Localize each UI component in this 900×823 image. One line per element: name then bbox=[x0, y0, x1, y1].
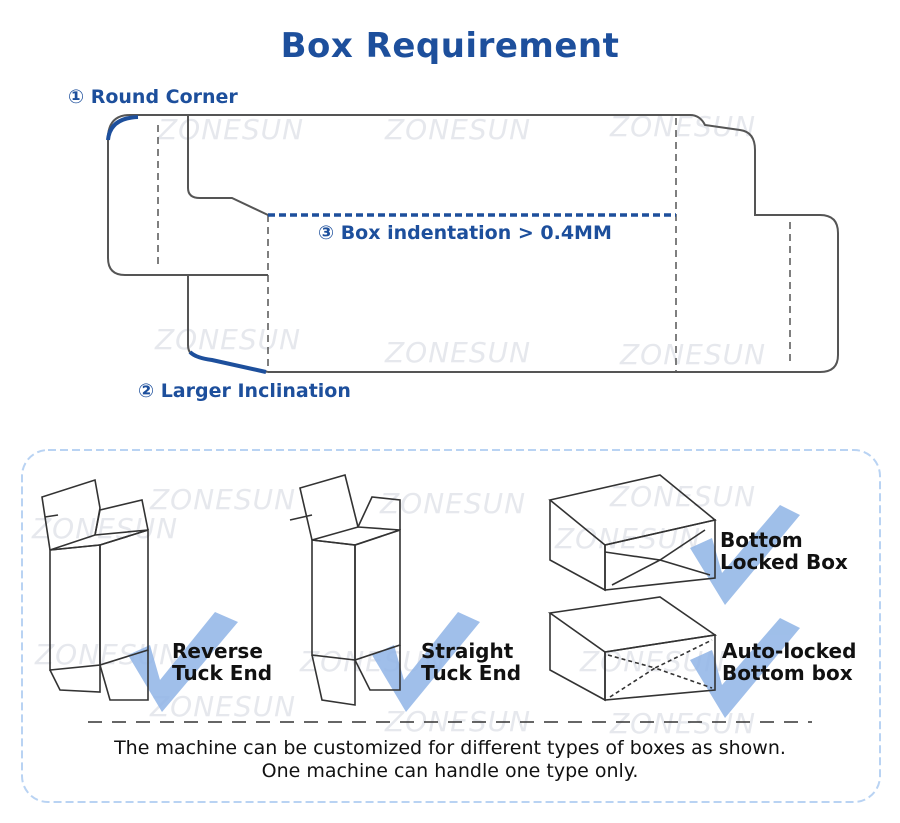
watermark: ZONESUN bbox=[610, 480, 757, 513]
watermark: ZONESUN bbox=[32, 512, 179, 545]
box-type-label-bottom-locked: Bottom Locked Box bbox=[720, 528, 848, 574]
check-icons bbox=[128, 505, 800, 718]
watermark: ZONESUN bbox=[610, 707, 757, 740]
watermark: ZONESUN bbox=[150, 483, 297, 516]
fold-lines bbox=[157, 118, 791, 372]
box-type-label-reverse-tuck: Reverse Tuck End bbox=[172, 639, 273, 685]
watermark: ZONESUN bbox=[385, 113, 532, 146]
page-title: Box Requirement bbox=[280, 26, 620, 66]
box-type-label-auto-locked: Auto-locked Bottom box bbox=[722, 639, 857, 685]
watermark: ZONESUN bbox=[155, 323, 302, 356]
caption-line-1: The machine can be customized for differ… bbox=[114, 737, 786, 759]
watermark: ZONESUN bbox=[385, 336, 532, 369]
auto-locked-box-icon bbox=[547, 596, 718, 702]
inclination-callout: ② Larger Inclination bbox=[138, 380, 351, 402]
straight-tuck-box-icon bbox=[289, 474, 401, 706]
watermark: ZONESUN bbox=[380, 487, 527, 520]
round-corner-highlight bbox=[106, 115, 139, 141]
watermark: ZONESUN bbox=[35, 638, 182, 671]
caption-line-2: One machine can handle one type only. bbox=[261, 760, 639, 782]
round-corner-callout: ① Round Corner bbox=[68, 86, 238, 108]
indentation-callout: ③ Box indentation > 0.4MM bbox=[318, 222, 612, 244]
watermark: ZONESUN bbox=[158, 113, 305, 146]
inclination-highlight bbox=[188, 350, 267, 374]
watermark: ZONESUN bbox=[620, 338, 767, 371]
reverse-tuck-box-icon bbox=[41, 478, 149, 701]
box-type-label-straight-tuck: Straight Tuck End bbox=[421, 639, 522, 685]
box-types-panel bbox=[21, 449, 881, 803]
bottom-locked-box-icon bbox=[548, 474, 717, 592]
